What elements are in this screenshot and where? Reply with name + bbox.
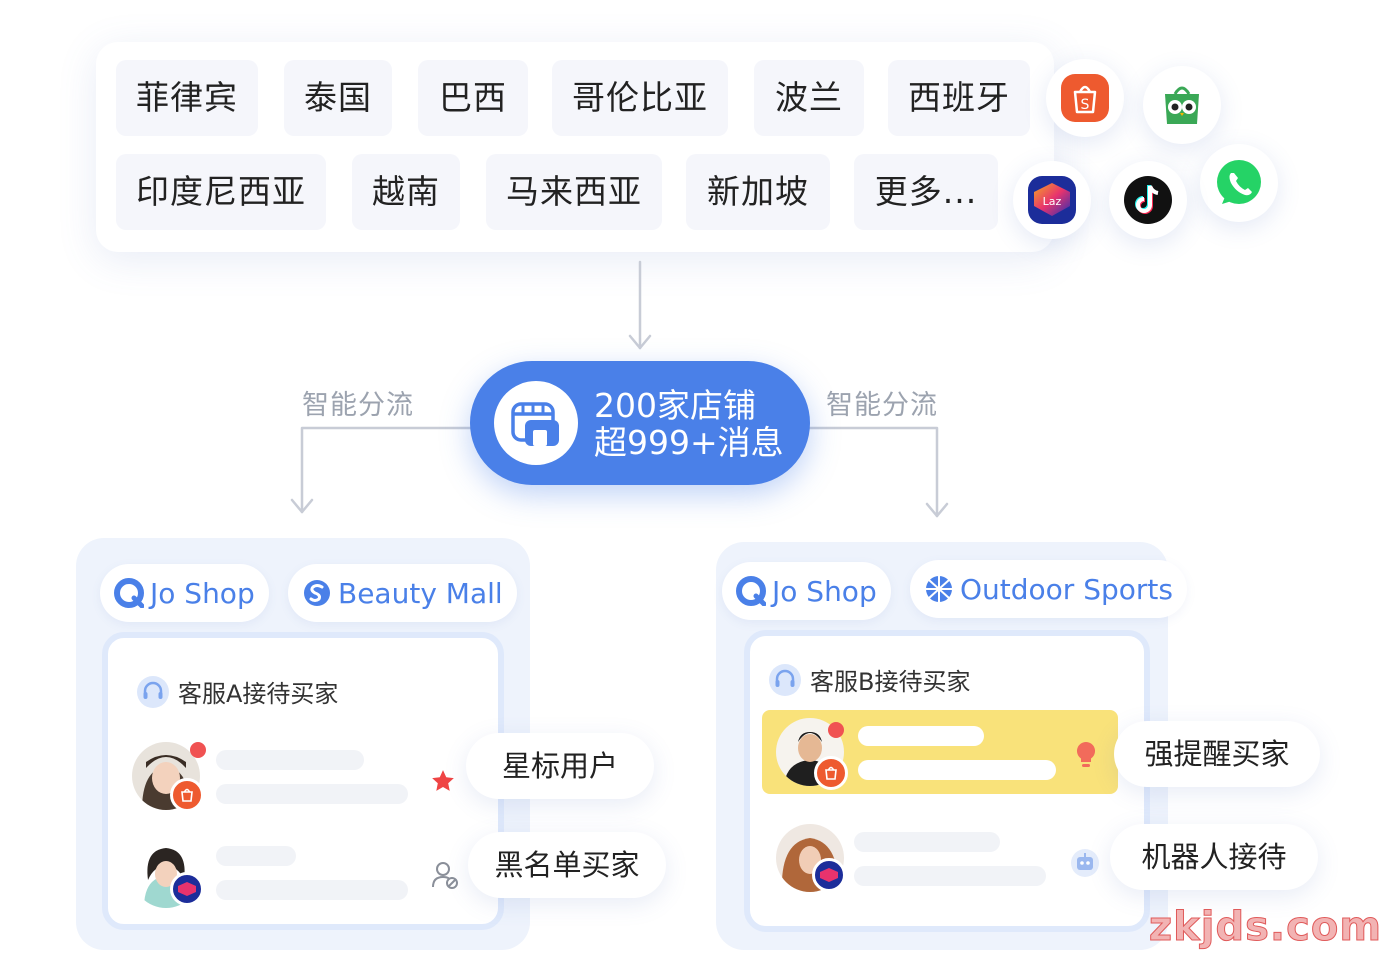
lazada-badge-icon: [812, 858, 846, 892]
star-icon[interactable]: [430, 768, 456, 794]
jo-shop-icon: [736, 576, 766, 606]
flow-label-right: 智能分流: [826, 390, 938, 421]
agent-a-header: 客服A接待买家: [136, 674, 338, 709]
headset-icon: [137, 675, 169, 708]
shop-name: Jo Shop: [772, 574, 877, 608]
svg-text:S: S: [1081, 97, 1090, 113]
shop-tag-beauty-mall[interactable]: Beauty Mall: [288, 564, 517, 622]
tag-robot-reception[interactable]: 机器人接待: [1110, 824, 1318, 890]
unread-dot: [190, 742, 206, 758]
bulb-alert-icon[interactable]: [1074, 740, 1098, 770]
country-chip-poland[interactable]: 波兰: [754, 60, 864, 136]
agent-a-title: 客服A接待买家: [178, 680, 339, 708]
watermark: zkjds.com: [1148, 904, 1382, 951]
country-chip-malaysia[interactable]: 马来西亚: [486, 154, 662, 230]
country-chip-spain[interactable]: 西班牙: [888, 60, 1030, 136]
shop-tag-outdoor-sports[interactable]: Outdoor Sports: [910, 560, 1187, 618]
tokopedia-app-bubble: [1143, 66, 1221, 144]
message-placeholder: [854, 832, 1000, 852]
robot-icon[interactable]: [1070, 848, 1100, 878]
message-placeholder: [854, 866, 1046, 886]
message-placeholder: [216, 846, 296, 866]
country-list-card: 菲律宾 泰国 巴西 哥伦比亚 波兰 西班牙 印度尼西亚 越南 马来西亚 新加坡 …: [96, 42, 1054, 252]
hub-text: 200家店铺 超999+消息: [594, 387, 784, 461]
store-icon-wrap: [494, 381, 578, 465]
shop-tag-jo-shop-right[interactable]: Jo Shop: [722, 562, 891, 620]
whatsapp-icon: [1217, 160, 1261, 204]
user-block-icon[interactable]: [430, 860, 460, 890]
country-chip-philippines[interactable]: 菲律宾: [116, 60, 258, 136]
tiktok-icon: [1124, 176, 1172, 224]
shopee-badge-icon: [170, 778, 204, 812]
lazada-icon: Laz: [1028, 176, 1076, 224]
tokopedia-owl-icon: [1165, 86, 1199, 124]
shop-name: Beauty Mall: [338, 576, 503, 610]
whatsapp-app-bubble: [1200, 144, 1278, 222]
jo-shop-icon: [114, 578, 144, 608]
message-placeholder: [858, 726, 984, 746]
beauty-mall-s-icon: [304, 580, 330, 606]
lazada-app-bubble: Laz: [1013, 161, 1091, 239]
agent-a-card: 客服A接待买家: [102, 632, 504, 930]
shop-tag-jo-shop-left[interactable]: Jo Shop: [100, 564, 269, 622]
store-icon: [511, 402, 559, 446]
shop-name: Outdoor Sports: [960, 572, 1173, 606]
tag-blacklist-buyer[interactable]: 黑名单买家: [468, 832, 666, 898]
country-chip-thailand[interactable]: 泰国: [284, 60, 392, 136]
shopee-badge-icon: [814, 756, 848, 790]
country-chip-colombia[interactable]: 哥伦比亚: [552, 60, 728, 136]
message-hub: 200家店铺 超999+消息: [470, 361, 810, 485]
agent-b-header: 客服B接待买家: [768, 662, 970, 697]
shop-name: Jo Shop: [150, 576, 255, 610]
hub-stores-count: 200家店铺: [594, 386, 756, 425]
outdoor-sports-ball-icon: [926, 576, 952, 602]
tag-strong-reminder-buyer[interactable]: 强提醒买家: [1114, 721, 1320, 787]
shopee-app-bubble: S: [1046, 59, 1124, 137]
tag-starred-user[interactable]: 星标用户: [466, 733, 654, 799]
agent-b-title: 客服B接待买家: [810, 668, 971, 696]
country-chip-more[interactable]: 更多...: [854, 154, 998, 230]
agent-b-card: 客服B接待买家: [744, 630, 1150, 932]
shopee-icon: S: [1061, 74, 1109, 122]
country-chip-indonesia[interactable]: 印度尼西亚: [116, 154, 326, 230]
unread-dot: [828, 722, 844, 738]
headset-icon: [769, 663, 801, 696]
lazada-badge-icon: [170, 872, 204, 906]
tiktok-app-bubble: [1109, 161, 1187, 239]
country-chip-brazil[interactable]: 巴西: [418, 60, 528, 136]
hub-messages-count: 超999+消息: [594, 423, 784, 462]
country-chip-vietnam[interactable]: 越南: [352, 154, 460, 230]
svg-text:Laz: Laz: [1043, 195, 1062, 208]
message-placeholder: [216, 784, 408, 804]
message-placeholder: [858, 760, 1056, 780]
country-chip-singapore[interactable]: 新加坡: [686, 154, 830, 230]
message-placeholder: [216, 750, 364, 770]
flow-label-left: 智能分流: [302, 390, 414, 421]
message-placeholder: [216, 880, 408, 900]
